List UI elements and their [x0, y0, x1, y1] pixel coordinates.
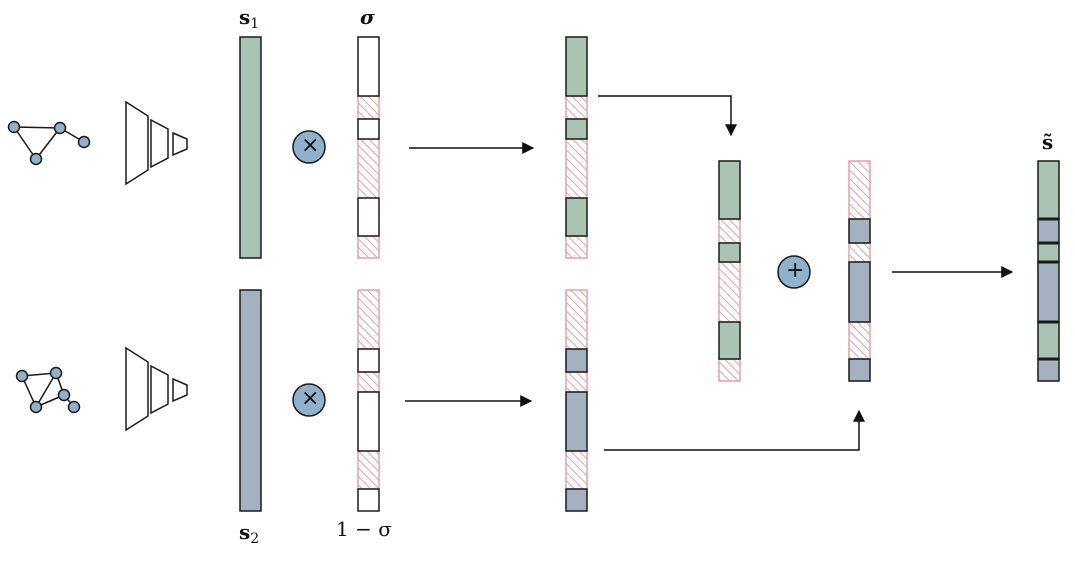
- masked-vector-s2: [565, 289, 588, 512]
- graph-icon: [15, 366, 81, 414]
- encoder-icon: [125, 100, 188, 186]
- masked-vector-s1: [565, 36, 588, 259]
- multiply-operator-bottom: [292, 383, 326, 417]
- label-s-tilde: s̃: [1042, 130, 1054, 154]
- multiply-symbol-top: ×: [301, 133, 320, 158]
- arrow-masked-s1-to-combine: [598, 95, 737, 137]
- add-operator: [777, 255, 811, 289]
- graph-icon: [7, 120, 91, 166]
- encoder-icon: [125, 346, 188, 432]
- mask-one-minus-sigma: [357, 289, 380, 512]
- add-symbol: +: [786, 258, 805, 283]
- label-s2: s2: [239, 520, 260, 547]
- multiply-symbol-bottom: ×: [301, 386, 320, 411]
- multiply-operator-top: [292, 130, 326, 164]
- vector-s1: [239, 36, 262, 259]
- combine-input-s2: [848, 160, 871, 382]
- label-s1: s1: [239, 5, 260, 32]
- vector-s2: [239, 289, 262, 512]
- label-sigma: σ: [360, 5, 375, 29]
- result-vector-s-tilde: [1037, 160, 1060, 382]
- arrow-masked-s2-to-combine: [604, 409, 865, 451]
- combine-input-s1: [718, 160, 741, 382]
- label-one-minus-sigma: 1 − σ: [336, 517, 392, 541]
- mask-sigma: [357, 36, 380, 259]
